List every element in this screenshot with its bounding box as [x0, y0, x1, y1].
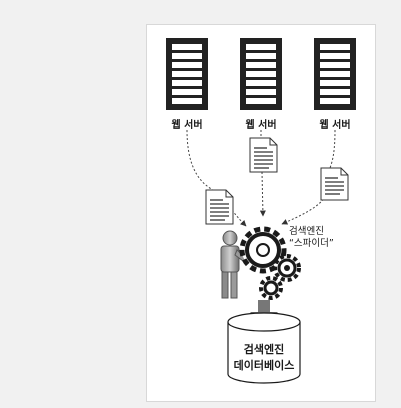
spider-label: 검색엔진 “스파이더”: [289, 226, 334, 250]
arrow-server1-to-doc: [186, 129, 214, 191]
spider-label-line2: “스파이더”: [289, 238, 334, 249]
arrow-doc-to-spider-right: [281, 195, 327, 225]
arrow-doc-to-spider-left: [231, 209, 247, 227]
server-rack-icon: [314, 38, 356, 110]
database-cylinder-icon: [227, 312, 301, 384]
document-icon: [249, 137, 278, 173]
gear-icon: [273, 254, 301, 282]
server-rack-icon: [166, 38, 208, 110]
server-label: 웹 서버: [171, 120, 203, 131]
arrow-server3-to-doc: [329, 129, 336, 169]
database-label-line2: 데이터베이스: [233, 359, 295, 372]
gear-icon: [239, 226, 287, 274]
gear-icon: [259, 276, 283, 300]
server-rack-icon: [240, 38, 282, 110]
document-icon: [320, 167, 349, 201]
database-label-line1: 검색엔진: [243, 343, 285, 356]
spider-label-line1: 검색엔진: [289, 226, 324, 237]
server-label: 웹 서버: [319, 120, 351, 131]
database-label: 검색엔진 데이터베이스: [228, 342, 300, 374]
crawl-arrows: [186, 129, 336, 227]
server-label: 웹 서버: [245, 120, 277, 131]
document-icon: [205, 189, 234, 225]
arrow-doc-to-spider-center: [259, 171, 266, 217]
